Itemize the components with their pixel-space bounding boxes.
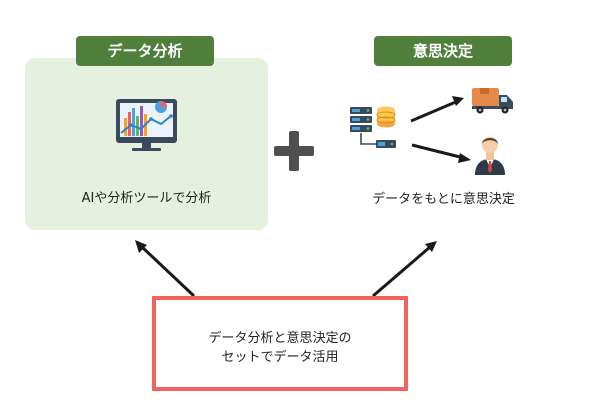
decision-making-caption: データをもとに意思決定 [372, 192, 515, 207]
result-box: データ分析と意思決定の セットでデータ活用 [152, 296, 408, 391]
result-arrows [135, 240, 437, 298]
businessman-icon [475, 137, 505, 175]
result-line-2: セットでデータ活用 [221, 350, 339, 365]
database-server-icon [350, 106, 396, 148]
decision-making-title: 意思決定 [374, 36, 512, 66]
result-line-1: データ分析と意思決定の [208, 331, 352, 346]
data-analysis-caption: AIや分析ツールで分析 [81, 191, 212, 206]
plus-icon [274, 131, 314, 171]
data-analysis-title: データ分析 [76, 36, 214, 66]
decision-arrows [410, 96, 471, 163]
monitor-chart-icon [116, 99, 177, 151]
delivery-truck-icon [472, 88, 513, 114]
